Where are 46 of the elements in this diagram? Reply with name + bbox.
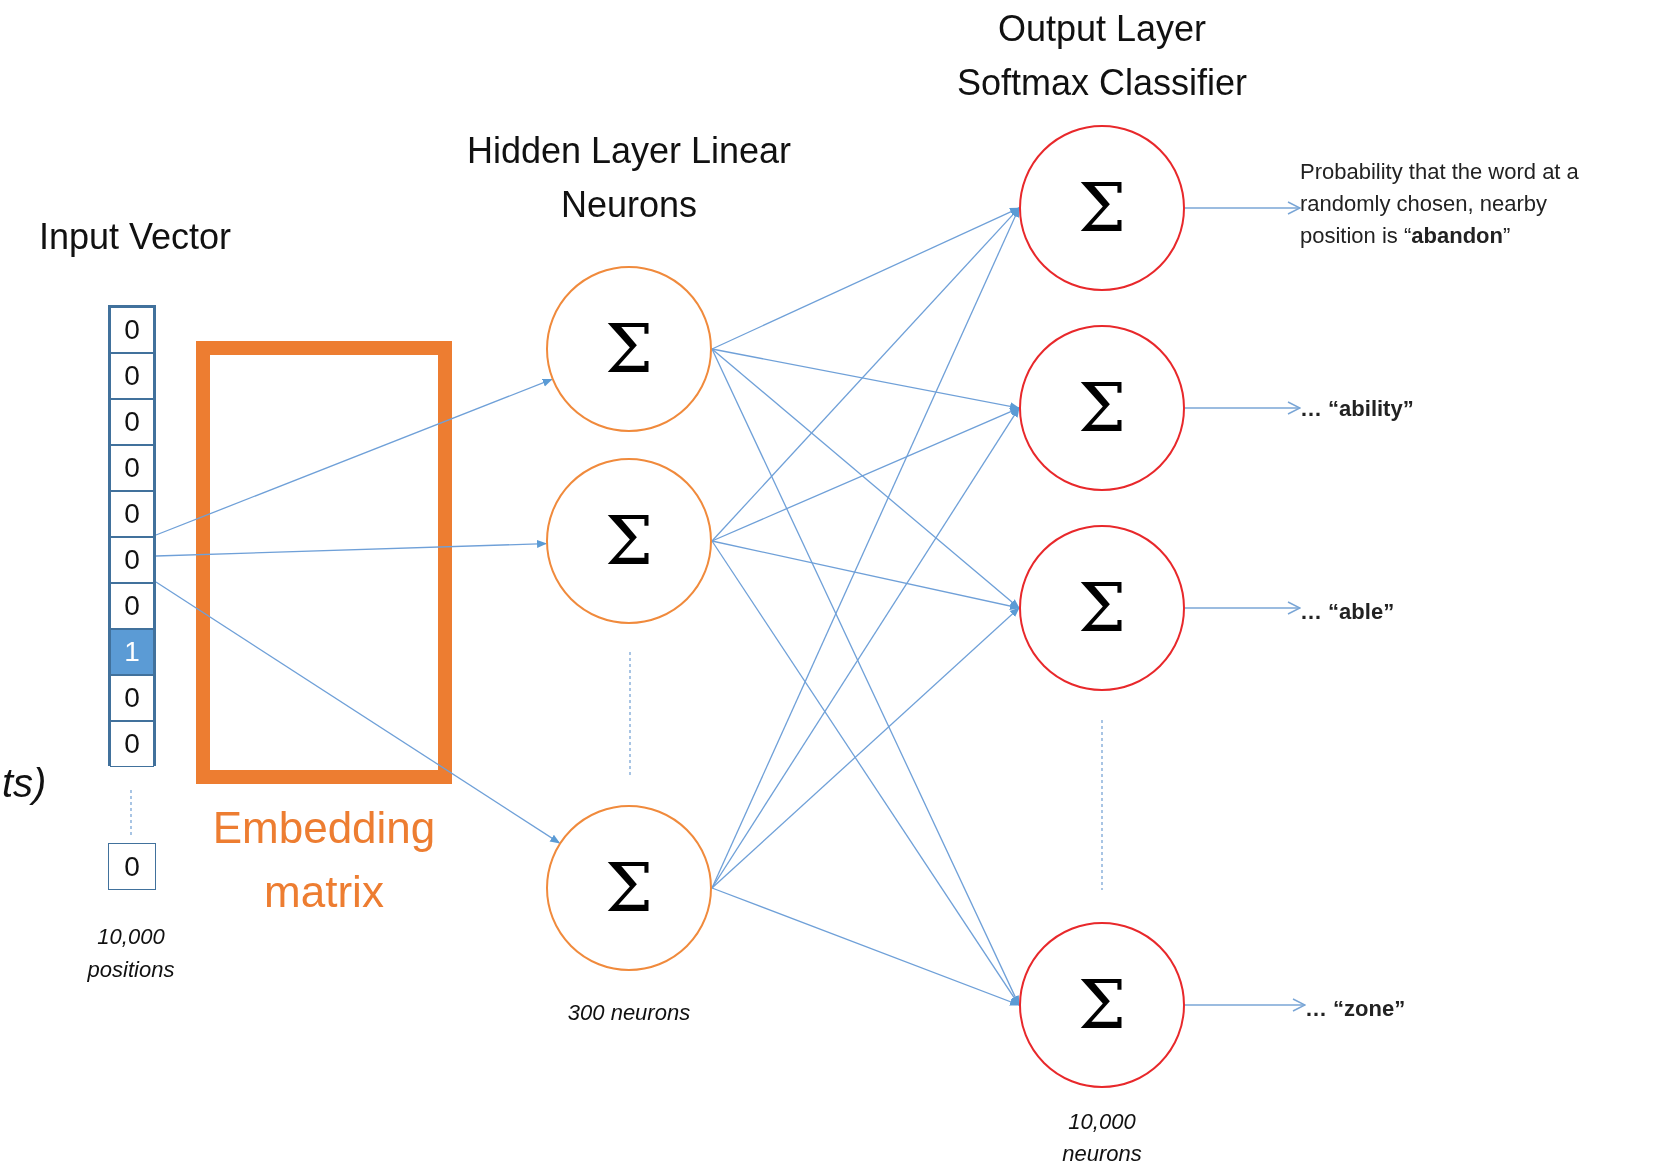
- arrow: [711, 348, 1020, 609]
- count-caption: 10,000 neurons: [1061, 1108, 1143, 1168]
- output-description: … “zone”: [1305, 993, 1505, 1025]
- arrow: [711, 407, 1020, 542]
- sum-symbol: Σ: [1077, 174, 1127, 242]
- arrow: [1184, 998, 1306, 1012]
- vector-cell: 0: [110, 491, 154, 537]
- output-description: … “able”: [1300, 596, 1500, 628]
- arrow: [155, 539, 548, 557]
- arrow: [711, 540, 1020, 610]
- vector-cell: 0: [110, 537, 154, 583]
- arrow: [711, 607, 1020, 889]
- vector-cell: 0: [110, 721, 154, 767]
- sum-symbol: Σ: [604, 854, 654, 922]
- output-description: Probability that the word at a randomly chosen, nearby position is “abandon”: [1300, 156, 1595, 252]
- arrow: [1184, 401, 1301, 415]
- sum-symbol: Σ: [1077, 574, 1127, 642]
- sum-symbol: Σ: [604, 507, 654, 575]
- vector-cell: 0: [110, 307, 154, 353]
- vector-cell: 0: [110, 399, 154, 445]
- sum-symbol: Σ: [1077, 971, 1127, 1039]
- cut-off-text: ts): [2, 760, 48, 807]
- arrow: [1184, 601, 1301, 615]
- matrix-label: Embedding matrix: [196, 796, 452, 924]
- arrow: [711, 348, 1020, 411]
- sum-symbol: Σ: [1077, 374, 1127, 442]
- vector-cell: 1: [110, 629, 154, 675]
- arrow: [155, 581, 561, 844]
- vector-cell: 0: [110, 445, 154, 491]
- sum-symbol: Σ: [604, 315, 654, 383]
- arrow: [155, 378, 553, 536]
- count-caption: 10,000 positions: [86, 923, 176, 984]
- vector-cell: 0: [110, 675, 154, 721]
- vector-cell: 0: [108, 843, 156, 890]
- layer-title: Hidden Layer Linear Neurons: [465, 129, 793, 227]
- vector-cell: 0: [110, 353, 154, 399]
- arrow: [1184, 201, 1301, 215]
- output-description: … “ability”: [1300, 393, 1500, 425]
- vector-cell: 0: [110, 583, 154, 629]
- layer-title: Input Vector: [37, 215, 233, 259]
- input-vector-column: [108, 305, 156, 766]
- arrow: [711, 207, 1020, 350]
- count-caption: 300 neurons: [566, 999, 692, 1027]
- layer-title: Output Layer Softmax Classifier: [955, 7, 1249, 105]
- arrow: [711, 407, 1020, 889]
- arrow: [711, 887, 1020, 1006]
